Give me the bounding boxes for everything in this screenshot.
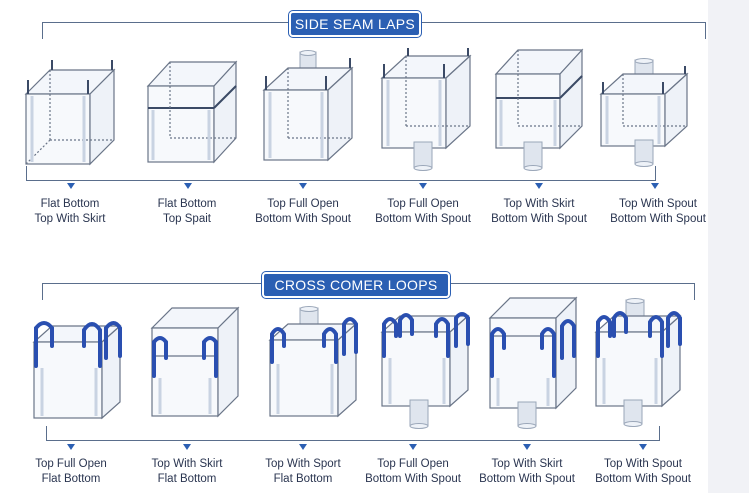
pointer-s1-5: [535, 183, 543, 189]
pointer-s1-2: [184, 183, 192, 189]
pointer-s1-6: [651, 183, 659, 189]
section-title-side-seam-laps: SIDE SEAM LAPS: [289, 11, 421, 37]
section2-bottom-bracket: [46, 426, 660, 441]
pointer-s2-4: [409, 444, 417, 450]
right-margin-strip: [708, 0, 749, 493]
bag-loops-top-with-skirt-flat-bottom: [150, 306, 240, 418]
bag-top-full-open-bottom-with-spout-2: [380, 48, 472, 171]
section1-bottom-bracket: [26, 166, 656, 181]
bag-top-with-skirt-bottom-with-spout: [494, 48, 584, 171]
bag-loops-top-full-open-bottom-with-spout: [380, 312, 470, 429]
section-title-cross-comer-loops: CROSS COMER LOOPS: [262, 272, 450, 298]
bag-flat-bottom-top-spait: [146, 60, 238, 164]
pointer-s2-2: [183, 444, 191, 450]
bag-loops-top-with-spout-bottom-with-spout: [594, 298, 682, 427]
bag-loops-top-full-open-flat-bottom: [32, 321, 122, 420]
bag-flat-bottom-top-with-skirt: [24, 60, 116, 166]
bag-loops-top-with-skirt-bottom-with-spout: [488, 296, 578, 429]
pointer-s1-1: [67, 183, 75, 189]
bag-loops-top-with-sport-flat-bottom: [268, 306, 358, 418]
pointer-s1-4: [419, 183, 427, 189]
pointer-s2-6: [639, 444, 647, 450]
pointer-s2-5: [523, 444, 531, 450]
pointer-s2-3: [299, 444, 307, 450]
bag-top-full-open-bottom-with-spout: [262, 50, 354, 162]
pointer-s2-1: [67, 444, 75, 450]
pointer-s1-3: [299, 183, 307, 189]
bag-top-with-spout-bottom-with-spout: [599, 58, 689, 167]
